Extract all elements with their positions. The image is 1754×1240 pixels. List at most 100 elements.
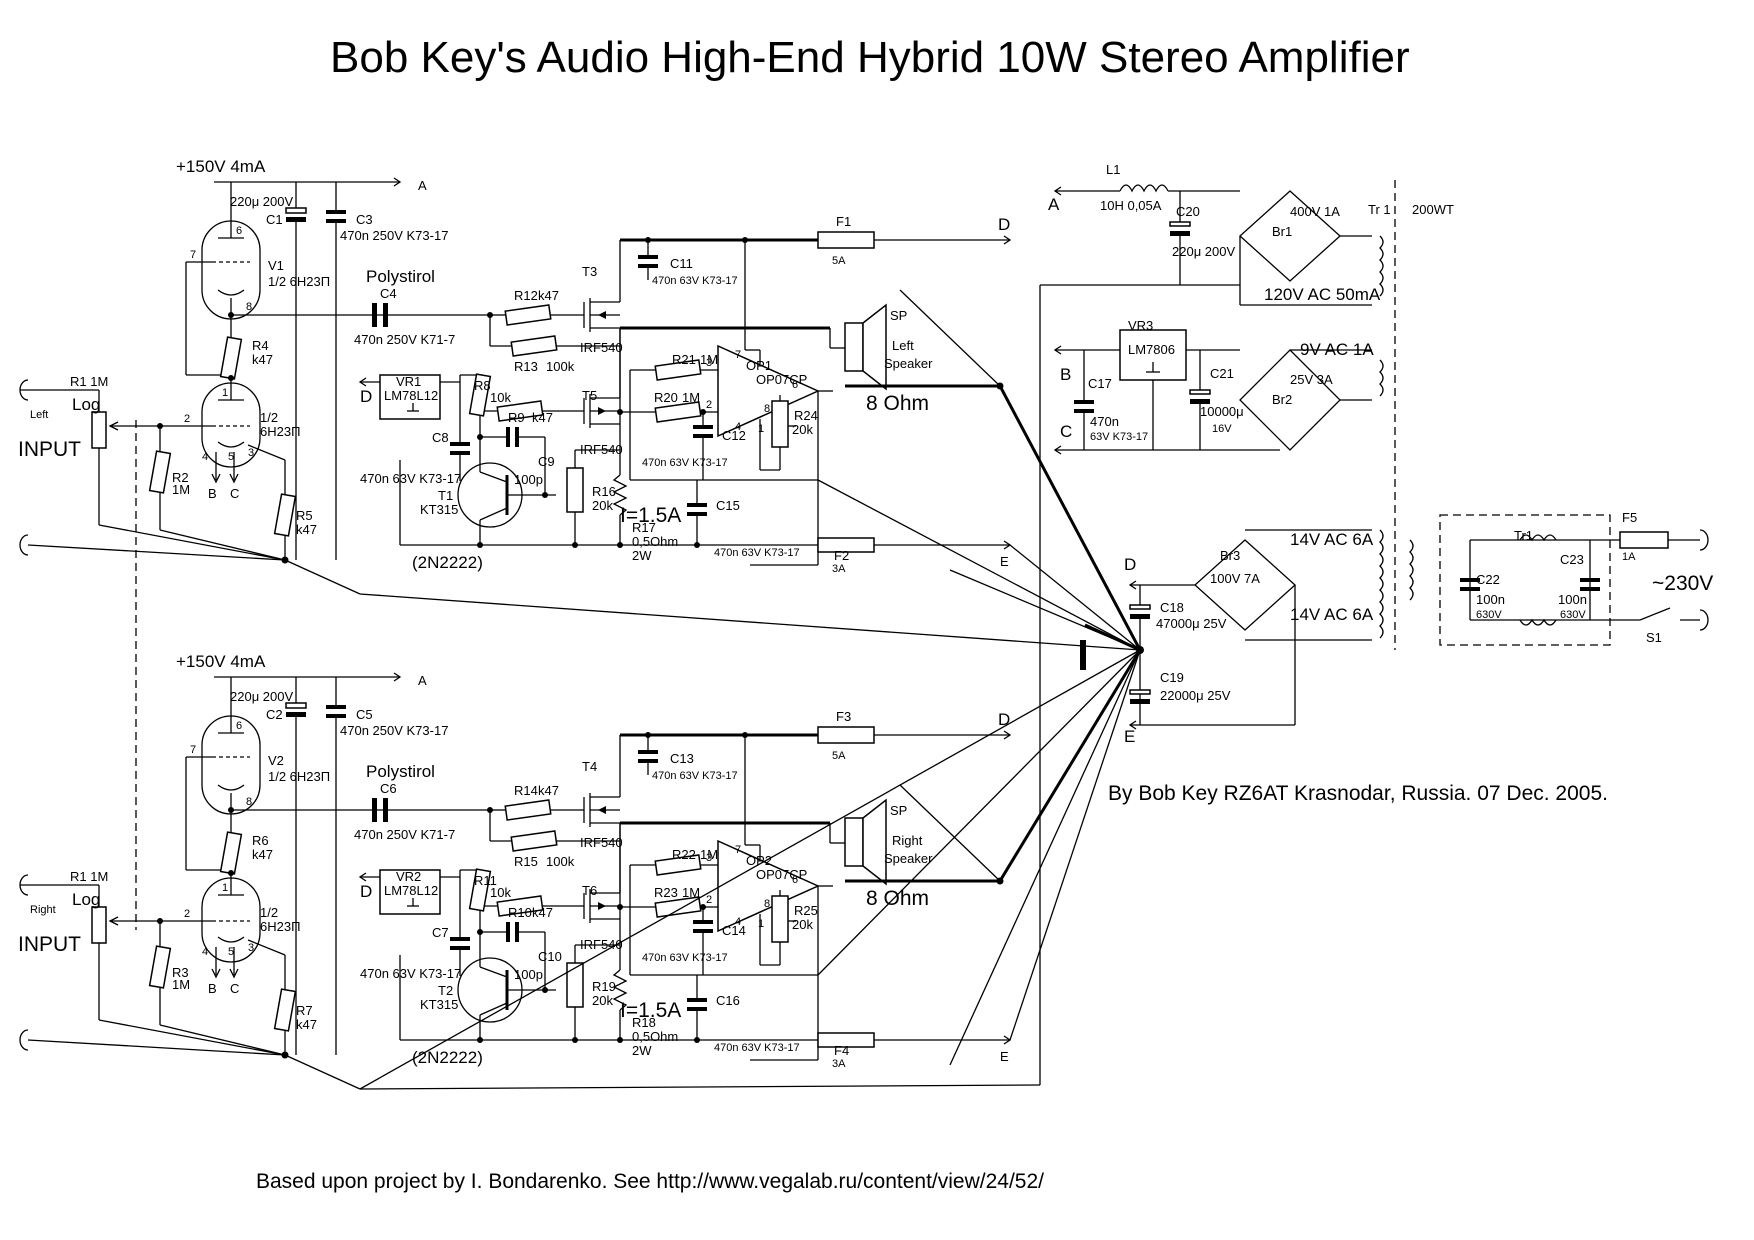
left-r1-value: Log [72,395,100,414]
psu-c17-ref: C17 [1088,376,1112,391]
right-rail-a-label: A [418,673,427,688]
left-f2-net: E [1000,554,1009,569]
left-f2-ref: F2 [834,548,849,563]
right-tube2-pin1: 1 [222,882,228,894]
psu-br3-value: 100V 7A [1210,571,1260,586]
right-tube2-ref: 1/2 [260,905,278,920]
right-v1-pin8: 8 [246,796,252,808]
left-op-pin2: 2 [706,399,712,411]
right-sp-impedance: 8 Ohm [866,887,929,910]
left-tube2-ref: 1/2 [260,410,278,425]
left-c11-value: 470n 63V K73-17 [652,275,738,287]
right-tube2-pin3: 3 [248,942,254,954]
psu-c19-value: 22000μ 25V [1160,688,1231,703]
psu-c19-ref: C19 [1160,670,1184,685]
left-channel: +150V 4mA A 220μ 200V C1 C3 470n 250V K7… [18,157,1012,596]
psu-b-net: B [1060,365,1071,384]
right-c8-value: 470n 63V K73-17 [360,966,461,981]
left-r20-ref: R20 [654,390,678,405]
left-tube2-pin5: 5 [228,451,234,463]
left-r13-value: 100k [546,359,575,374]
left-t1-ref: T1 [438,488,453,503]
psu-br3-ref: Br3 [1220,548,1240,563]
left-sp-word: Speaker [884,356,933,371]
right-tube2-pin2: 2 [184,908,190,920]
psu-c20-value: 220μ 200V [1172,244,1235,259]
right-v1-ref: V2 [268,753,284,768]
psu-mains-label: ~230V [1652,572,1713,595]
right-op-part: OP07CP [756,867,807,882]
right-f1-value: 5A [832,750,846,762]
left-r4-ref: R4 [252,338,269,353]
left-vr-ref: VR1 [396,374,421,389]
left-f1-value: 5A [832,255,846,267]
right-t3-part: IRF540 [580,835,623,850]
right-t1-part: KT315 [420,997,458,1012]
psu-c17-value: 470n [1090,414,1119,429]
left-r24-ref: R24 [794,408,818,423]
left-op-pin6: 6 [792,379,798,391]
right-r12-ref: R14 [514,783,538,798]
left-r12-ref: R12 [514,288,538,303]
right-tube2-pin5: 5 [228,946,234,958]
left-c9-ref: C9 [538,454,555,469]
psu-d-net: D [1124,555,1136,574]
right-r9-ref: R10 [508,905,532,920]
psu-ac120: 120V AC 50mA [1264,285,1381,304]
left-op-pin1: 1 [758,423,764,435]
left-f1-ref: F1 [836,214,851,229]
left-c8-ref: C8 [432,430,449,445]
psu-c23-ref: C23 [1560,552,1584,567]
left-r1-ref: R1 1M [70,374,108,389]
right-r1-value: Log [72,890,100,909]
left-r2-ref: R2 [172,470,189,485]
right-channel: +150V 4mA A 220μ 200V C2 C5 470n 250V K7… [18,652,1012,1091]
psu-br2-ref: Br2 [1272,392,1292,407]
left-t5-part: IRF540 [580,442,623,457]
right-c3-ref: C5 [356,707,373,722]
right-c4-note: Polystirol [366,762,435,781]
right-r12-value: k47 [538,783,559,798]
right-r24-ref: R25 [794,903,818,918]
right-v1-part: 1/2 6H23П [268,769,330,784]
right-r5-value: k47 [296,1017,317,1032]
right-current-label: I=1.5A [620,999,681,1022]
right-r16-value: 20k [592,993,613,1008]
right-r13-value: 100k [546,854,575,869]
right-vr-part: LM78L12 [384,883,438,898]
right-r21-ref: R22 [672,847,696,862]
left-v1-pin7: 7 [190,249,196,261]
left-c3-ref: C3 [356,212,373,227]
right-r20-value: 1M [682,885,700,900]
author-credit: By Bob Key RZ6AT Krasnodar, Russia. 07 D… [1108,782,1608,805]
right-c11-ref: C13 [670,751,694,766]
right-op-pin8: 8 [764,898,770,910]
left-sp-impedance: 8 Ohm [866,392,929,415]
psu-c22-value: 100n [1476,592,1505,607]
right-c4-value: 470n 250V K71-7 [354,827,455,842]
left-t1-part: KT315 [420,502,458,517]
left-sp-name: Left [892,338,914,353]
right-c4-ref: C6 [380,781,397,796]
left-r5-ref: R5 [296,508,313,523]
left-input-label: INPUT [18,438,81,461]
psu-e-net: E [1124,727,1135,746]
psu-c17-sub: 63V K73-17 [1090,431,1148,443]
left-r20-value: 1M [682,390,700,405]
right-r4-ref: R6 [252,833,269,848]
left-c4-note: Polystirol [366,267,435,286]
psu-c22-sub: 630V [1476,609,1502,621]
left-c12-value: 470n 63V K73-17 [642,457,728,469]
psu-s1-ref: S1 [1646,630,1662,645]
left-side-label: Left [30,409,48,421]
left-sp-ref: SP [890,308,907,323]
right-c11-value: 470n 63V K73-17 [652,770,738,782]
right-t1-ref: T2 [438,983,453,998]
psu-ac14-bottom: 14V AC 6A [1290,605,1374,624]
psu-c18-ref: C18 [1160,600,1184,615]
right-r16-ref: R19 [592,979,616,994]
left-r4-value: k47 [252,352,273,367]
left-op-pin8: 8 [764,403,770,415]
right-vr-out-net: D [360,882,372,901]
left-tube2-pin2: 2 [184,413,190,425]
